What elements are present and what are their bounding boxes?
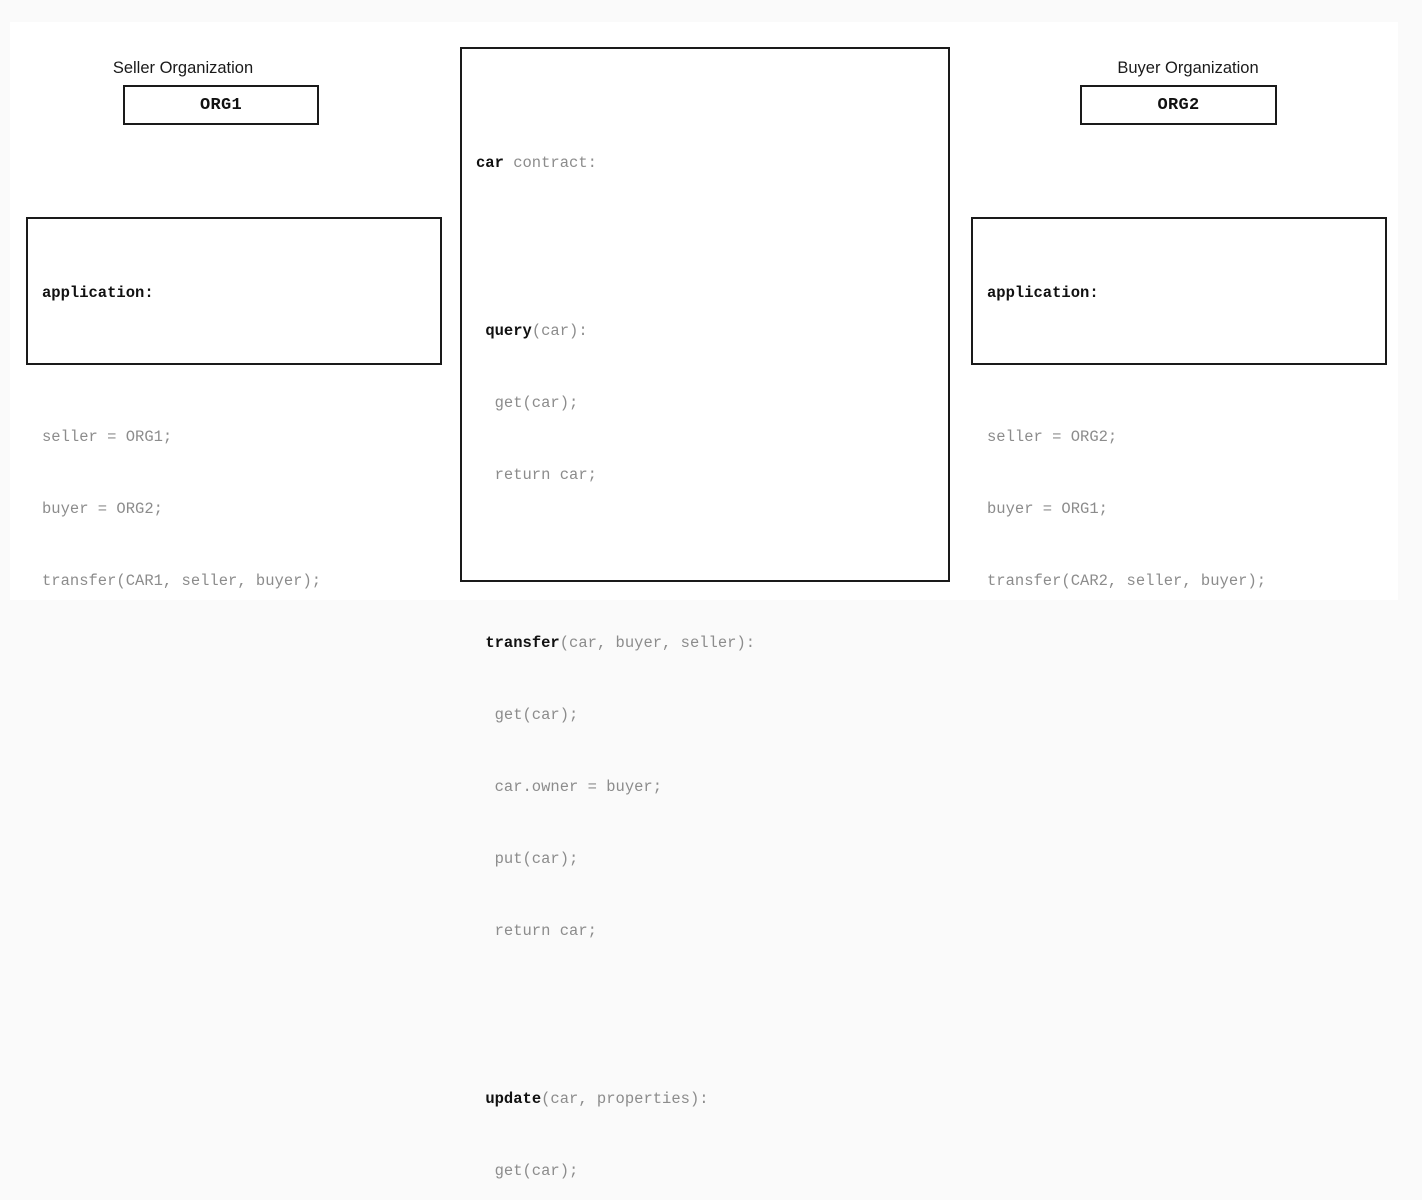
seller-organization-box: ORG1 <box>123 85 319 125</box>
seller-application-heading-keyword: application <box>42 284 145 302</box>
transfer-body-line-1: car.owner = buyer; <box>476 778 663 796</box>
seller-application-box: application: seller = ORG1; buyer = ORG2… <box>26 217 442 590</box>
contract-heading: car contract: <box>476 151 948 175</box>
query-keyword: query <box>485 322 532 340</box>
buyer-org-name: ORG2 <box>1157 95 1200 115</box>
buyer-application-heading-keyword: application <box>987 284 1090 302</box>
contract-function-query-signature: query(car): <box>476 319 948 343</box>
contract-function-transfer-signature: transfer(car, buyer, seller): <box>476 631 948 655</box>
transfer-body-line-3: return car; <box>476 922 597 940</box>
seller-code-line-2: transfer(CAR1, seller, buyer); <box>42 572 322 590</box>
transfer-body-line-0: get(car); <box>476 706 579 724</box>
query-body-line-1: return car; <box>476 466 597 484</box>
update-keyword: update <box>485 1090 542 1108</box>
buyer-organization-title: Buyer Organization <box>1117 59 1259 77</box>
seller-application-code: application: seller = ORG1; buyer = ORG2… <box>42 233 440 641</box>
transfer-body-line-2: put(car); <box>476 850 579 868</box>
buyer-application-heading-colon: : <box>1089 284 1099 302</box>
diagram-canvas: Seller Organization ORG1 application: se… <box>10 22 1398 1180</box>
seller-org-name: ORG1 <box>199 95 242 115</box>
buyer-code-line-0: seller = ORG2; <box>987 428 1118 446</box>
transfer-keyword: transfer <box>485 634 560 652</box>
query-body-line-0: get(car); <box>476 394 579 412</box>
seller-code-line-0: seller = ORG1; <box>42 428 173 446</box>
contract-heading-rest: contract: <box>503 154 597 172</box>
transfer-params: (car, buyer, seller): <box>559 634 756 652</box>
buyer-code-spacer <box>987 353 1385 377</box>
contract-spacer-1 <box>476 535 948 559</box>
update-params: (car, properties): <box>541 1090 709 1108</box>
contract-spacer-2 <box>476 991 948 1015</box>
seller-code-line-1: buyer = ORG2; <box>42 500 163 518</box>
seller-organization-title: Seller Organization <box>112 59 254 77</box>
buyer-application-code: application: seller = ORG2; buyer = ORG1… <box>987 233 1385 641</box>
query-params: (car): <box>531 322 588 340</box>
car-contract-box: car contract: query(car): get(car); retu… <box>460 47 950 1180</box>
buyer-organization-box: ORG2 <box>1080 85 1277 125</box>
buyer-application-box: application: seller = ORG2; buyer = ORG1… <box>971 217 1387 590</box>
contract-heading-keyword: car <box>476 154 504 172</box>
contract-code: car contract: query(car): get(car); retu… <box>476 79 948 1200</box>
seller-application-heading: application: <box>42 281 440 305</box>
update-body-line-0: get(car); <box>476 1162 579 1180</box>
buyer-code-line-1: buyer = ORG1; <box>987 500 1108 518</box>
buyer-application-heading: application: <box>987 281 1385 305</box>
seller-application-heading-colon: : <box>144 284 154 302</box>
buyer-code-line-2: transfer(CAR2, seller, buyer); <box>987 572 1267 590</box>
contract-function-update-signature: update(car, properties): <box>476 1087 948 1111</box>
contract-spacer-0 <box>476 223 948 247</box>
seller-code-spacer <box>42 353 440 377</box>
